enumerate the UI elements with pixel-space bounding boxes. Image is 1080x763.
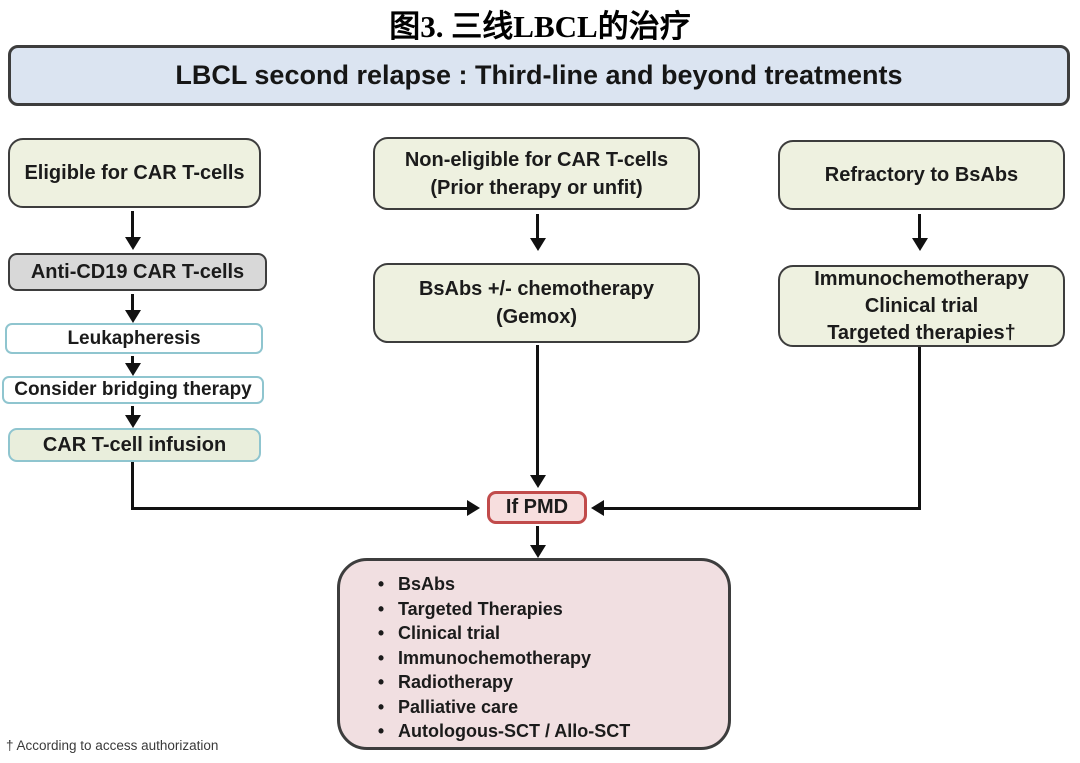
connector-line: [536, 345, 539, 475]
outcome-item: Immunochemotherapy: [364, 646, 718, 671]
arrowhead-down-icon: [125, 363, 141, 376]
outcome-item: Palliative care: [364, 695, 718, 720]
header-banner: LBCL second relapse : Third-line and bey…: [8, 45, 1070, 106]
outcome-item: BsAbs: [364, 572, 718, 597]
outcome-item: Radiotherapy: [364, 670, 718, 695]
arrowhead-down-icon: [912, 238, 928, 251]
outcome-label: Palliative care: [398, 696, 519, 717]
outcome-label: BsAbs: [398, 574, 456, 594]
box-leukapheresis: Leukapheresis: [5, 323, 263, 354]
outcome-label: Autologous-SCT / Allo-SCT: [398, 721, 631, 741]
arrowhead-down-icon: [125, 237, 141, 250]
box-line: (Prior therapy or unfit): [430, 176, 643, 199]
connector-line: [131, 406, 134, 416]
box-line: Non-eligible for CAR T-cells: [404, 148, 669, 171]
outcome-label: Targeted Therapies: [398, 598, 563, 619]
box-eligible-car-t: Eligible for CAR T-cells: [8, 138, 261, 208]
arrowhead-left-icon: [591, 500, 604, 516]
box-pmd-outcomes: BsAbs Targeted Therapies Clinical trial …: [337, 558, 731, 750]
box-immunochemotherapy-options: Immunochemotherapy Clinical trial Target…: [778, 265, 1065, 347]
outcome-item: Autologous-SCT / Allo-SCT: [364, 719, 718, 744]
arrowhead-down-icon: [125, 415, 141, 428]
box-refractory-bsabs: Refractory to BsAbs: [778, 140, 1065, 210]
arrowhead-down-icon: [530, 545, 546, 558]
outcome-label: Clinical trial: [398, 623, 501, 643]
arrowhead-right-icon: [467, 500, 480, 516]
outcome-item: Targeted Therapies: [364, 597, 718, 622]
arrowhead-down-icon: [125, 310, 141, 323]
connector-line: [918, 347, 921, 510]
connector-line: [131, 462, 134, 510]
box-bsabs-chemotherapy: BsAbs +/- chemotherapy (Gemox): [373, 263, 700, 343]
box-line: Immunochemotherapy: [814, 267, 1029, 290]
outcome-label: Immunochemotherapy: [398, 647, 592, 668]
arrowhead-down-icon: [530, 475, 546, 488]
box-if-pmd: If PMD: [487, 491, 587, 524]
outcome-label: Radiotherapy: [398, 672, 514, 692]
outcome-list: BsAbs Targeted Therapies Clinical trial …: [364, 572, 718, 744]
box-line: Targeted therapies†: [827, 321, 1016, 344]
outcome-item: Clinical trial: [364, 621, 718, 646]
box-non-eligible-car-t: Non-eligible for CAR T-cells (Prior ther…: [373, 137, 700, 210]
figure-title: 图3. 三线LBCL的治疗: [389, 9, 691, 44]
box-line: Clinical trial: [864, 294, 979, 317]
footnote: † According to access authorization: [6, 738, 219, 753]
connector-line: [131, 507, 469, 510]
box-car-t-infusion: CAR T-cell infusion: [8, 428, 261, 462]
connector-line: [131, 356, 134, 364]
connector-line: [131, 211, 134, 238]
connector-line: [918, 214, 921, 239]
connector-line: [604, 507, 921, 510]
connector-line: [536, 526, 539, 546]
box-anti-cd19-car-t: Anti-CD19 CAR T-cells: [8, 253, 267, 291]
box-line: BsAbs +/- chemotherapy: [418, 278, 655, 300]
box-line: (Gemox): [495, 306, 578, 328]
connector-line: [536, 214, 539, 238]
box-bridging-therapy: Consider bridging therapy: [2, 376, 264, 404]
connector-line: [131, 294, 134, 310]
arrowhead-down-icon: [530, 238, 546, 251]
